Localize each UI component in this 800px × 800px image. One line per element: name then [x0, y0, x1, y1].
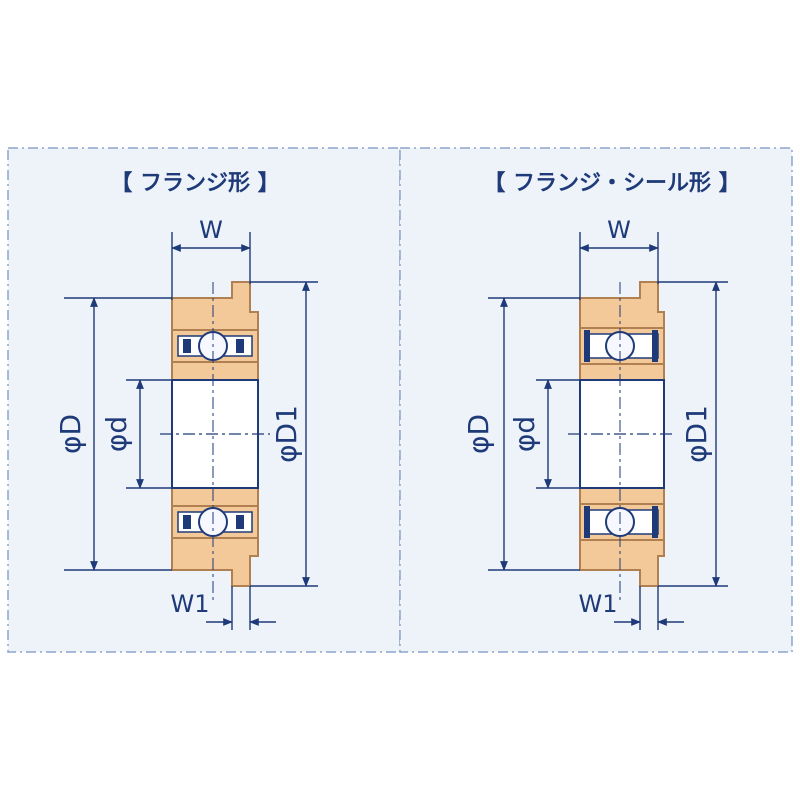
panel-flanged: 【 フランジ形 】 — [7, 147, 401, 653]
label-w: W — [607, 216, 631, 244]
label-od: φD — [54, 414, 87, 454]
dimension-lines — [488, 232, 728, 630]
panel-title: 【 フランジ・シール形 】 — [483, 171, 740, 196]
label-bore: φd — [508, 416, 541, 452]
seal-right — [652, 506, 658, 538]
seal-left — [584, 506, 590, 538]
seal-left — [584, 330, 590, 362]
panel-title: 【 フランジ形 】 — [110, 171, 279, 196]
label-w1: W1 — [171, 590, 210, 618]
ball-lower — [177, 507, 253, 537]
sealed-ball-upper — [584, 330, 659, 362]
sealed-ball-lower — [584, 506, 659, 538]
label-bore: φd — [100, 416, 133, 452]
label-w1: W1 — [579, 590, 618, 618]
dimension-lines — [64, 232, 318, 630]
label-w: W — [199, 216, 223, 244]
panel-flanged-sealed: 【 フランジ・シール形 】 — [399, 147, 793, 653]
label-od: φD — [462, 414, 495, 454]
seal-right — [652, 330, 658, 362]
label-flange-od: φD1 — [680, 405, 713, 463]
ball-upper — [177, 331, 253, 361]
label-flange-od: φD1 — [270, 405, 303, 463]
